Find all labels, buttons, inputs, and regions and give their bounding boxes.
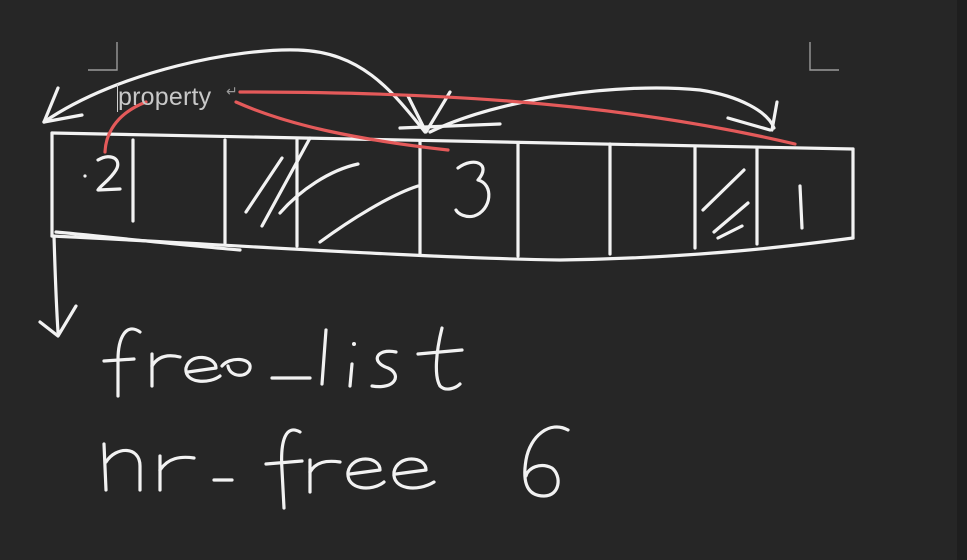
list-link-arcs [42, 48, 779, 134]
hatch-stroke [701, 168, 746, 212]
arrow-base-middle [398, 122, 502, 130]
arrow-head-middle [406, 90, 452, 134]
handwritten-nr-free [102, 425, 570, 510]
arrow-head-right [770, 100, 779, 132]
array-bottom-extra-stroke [54, 230, 242, 252]
glyph-f [116, 327, 142, 398]
handwritten-3 [454, 160, 491, 219]
arc-left-to-middle [42, 48, 427, 134]
arc-middle-to-right [428, 86, 776, 134]
arrow-head-left [42, 86, 60, 124]
page-corner-markers [88, 42, 839, 71]
array-top-edge [50, 131, 855, 151]
handwritten-1 [798, 184, 804, 230]
hatch-stroke [712, 201, 750, 234]
handwritten-free-list [102, 326, 464, 398]
arrow-head-left [42, 113, 84, 124]
hatch-stroke [318, 184, 420, 244]
glyph-t [434, 326, 462, 391]
glyph-f-bar [102, 357, 136, 363]
glyph-r-arm [158, 455, 196, 472]
glyph-i [348, 362, 354, 388]
vertical-scrollbar[interactable] [957, 0, 967, 560]
glyph-e [392, 457, 436, 490]
red-stroke-bottom [234, 100, 450, 152]
hatched-cell-marks [244, 136, 750, 244]
block-array-outline [50, 131, 855, 262]
red-stroke-left [103, 100, 148, 154]
hatch-stroke [278, 162, 360, 215]
hatch-stroke [244, 156, 284, 214]
down-arrow-head [38, 304, 78, 338]
block-dividers [131, 138, 759, 258]
hatch-stroke [716, 224, 744, 240]
glyph-s [370, 349, 398, 389]
text-cursor [117, 84, 118, 112]
glyph-i-dot [352, 342, 356, 346]
text-box-property[interactable]: property [118, 83, 212, 111]
arrow-head-right [726, 116, 772, 132]
glyph-f [280, 428, 302, 510]
glyph-o [220, 357, 252, 377]
down-arrow-shaft [52, 234, 60, 334]
red-stroke-top [238, 90, 797, 146]
glyph-n-stem [102, 442, 108, 492]
hatch-stroke [260, 136, 312, 228]
cell-number-marks [83, 155, 804, 230]
array-bottom-edge [50, 234, 855, 262]
handwritten-2 [96, 155, 122, 192]
dot-mark [83, 174, 87, 178]
glyph-6 [523, 425, 570, 498]
glyph-f-bar [264, 459, 304, 466]
corner-mark-top-left [88, 42, 118, 71]
glyph-r-arm [150, 354, 182, 368]
down-arrow [38, 234, 78, 338]
glyph-t-bar [416, 348, 464, 356]
glyph-l [320, 328, 328, 386]
corner-mark-top-right [809, 42, 839, 71]
highlight-strokes [103, 90, 797, 154]
glyph-e [184, 355, 222, 383]
glyph-e [346, 457, 386, 490]
glyph-r-arm [308, 459, 342, 474]
glyph-n-arch [104, 448, 142, 492]
paragraph-mark-icon: ↵ [226, 84, 238, 100]
